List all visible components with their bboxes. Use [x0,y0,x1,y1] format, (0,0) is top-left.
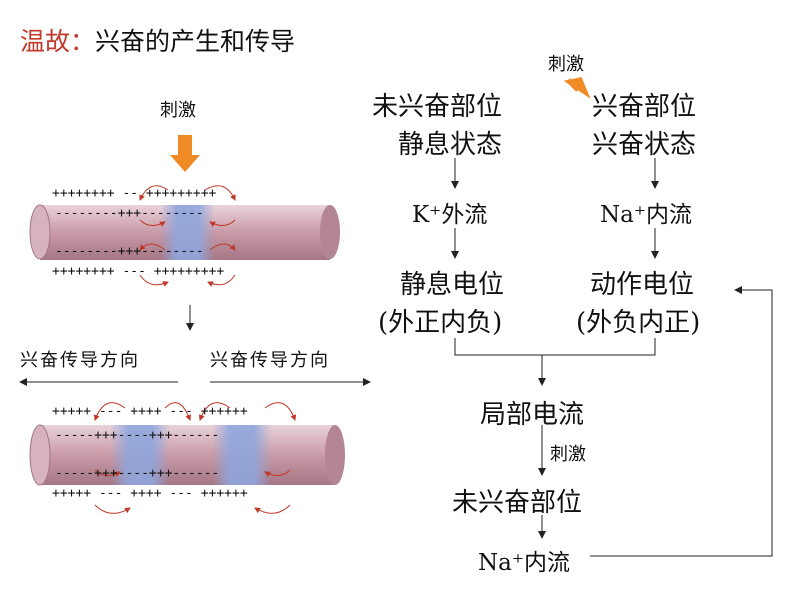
top-local-currents [139,185,236,287]
top-nerve-excited-region [160,205,215,260]
bottom-inner-charges: -----+++----+++------ [55,428,220,443]
k-outflow-label: K⁺外流 [412,202,488,228]
stimulus-small-arrow-icon [563,77,591,99]
title-prefix: 温故： [20,27,96,56]
bottom-nerve-body [40,425,335,485]
flow-arrows [451,158,773,557]
local-current-label: 局部电流 [480,400,585,430]
direction-right-label: 兴奋传导方向 [210,350,330,371]
top-nerve [29,204,340,260]
left-stimulus-label: 刺激 [160,100,196,121]
na-inflow-label-1: Na⁺内流 [600,202,692,228]
resting-state-label: 静息状态 [398,130,503,160]
top-nerve-start [29,204,51,260]
bottom-nerve-start [29,424,51,486]
bottom-excited-right [212,425,272,485]
title-main: 兴奋的产生和传导 [95,27,296,56]
flow-stimulus-mid: 刺激 [550,444,586,465]
na-inflow-label-2: Na⁺内流 [478,550,570,576]
top-outer-charges: ++++++++ -- +++++++++ [52,186,217,201]
bottom-nerve [29,424,345,486]
top-inner-charges-bottom: --------+++-------- [55,244,204,259]
flow-stimulus-top: 刺激 [548,54,584,75]
action-sign-label: (外负内正) [576,308,701,338]
excited-part-label: 兴奋部位 [592,92,697,122]
bottom-nerve-end [325,425,345,485]
top-inner-charges: --------+++-------- [55,206,204,221]
action-potential-label: 动作电位 [590,270,695,300]
top-outer-charges-bottom: ++++++++ --- +++++++++ [52,264,225,279]
resting-potential-label: 静息电位 [400,270,505,300]
bottom-outer-charges-bottom: +++++ --- ++++ --- ++++++ [52,486,248,501]
bottom-inner-charges-bottom: -----+++----+++------ [55,466,220,481]
top-nerve-end [320,205,340,259]
direction-left-label: 兴奋传导方向 [20,350,140,371]
resting-sign-label: (外正内负) [378,308,503,338]
unexcited-part-label-2: 未兴奋部位 [452,488,583,518]
bottom-outer-charges: +++++ --- ++++ --- ++++++ [52,404,248,419]
excited-state-label: 兴奋状态 [592,130,697,160]
unexcited-part-label: 未兴奋部位 [372,92,503,122]
stimulus-arrow-icon [170,135,200,172]
page-title: 温故：兴奋的产生和传导 [20,22,295,58]
bottom-local-currents [93,402,297,514]
